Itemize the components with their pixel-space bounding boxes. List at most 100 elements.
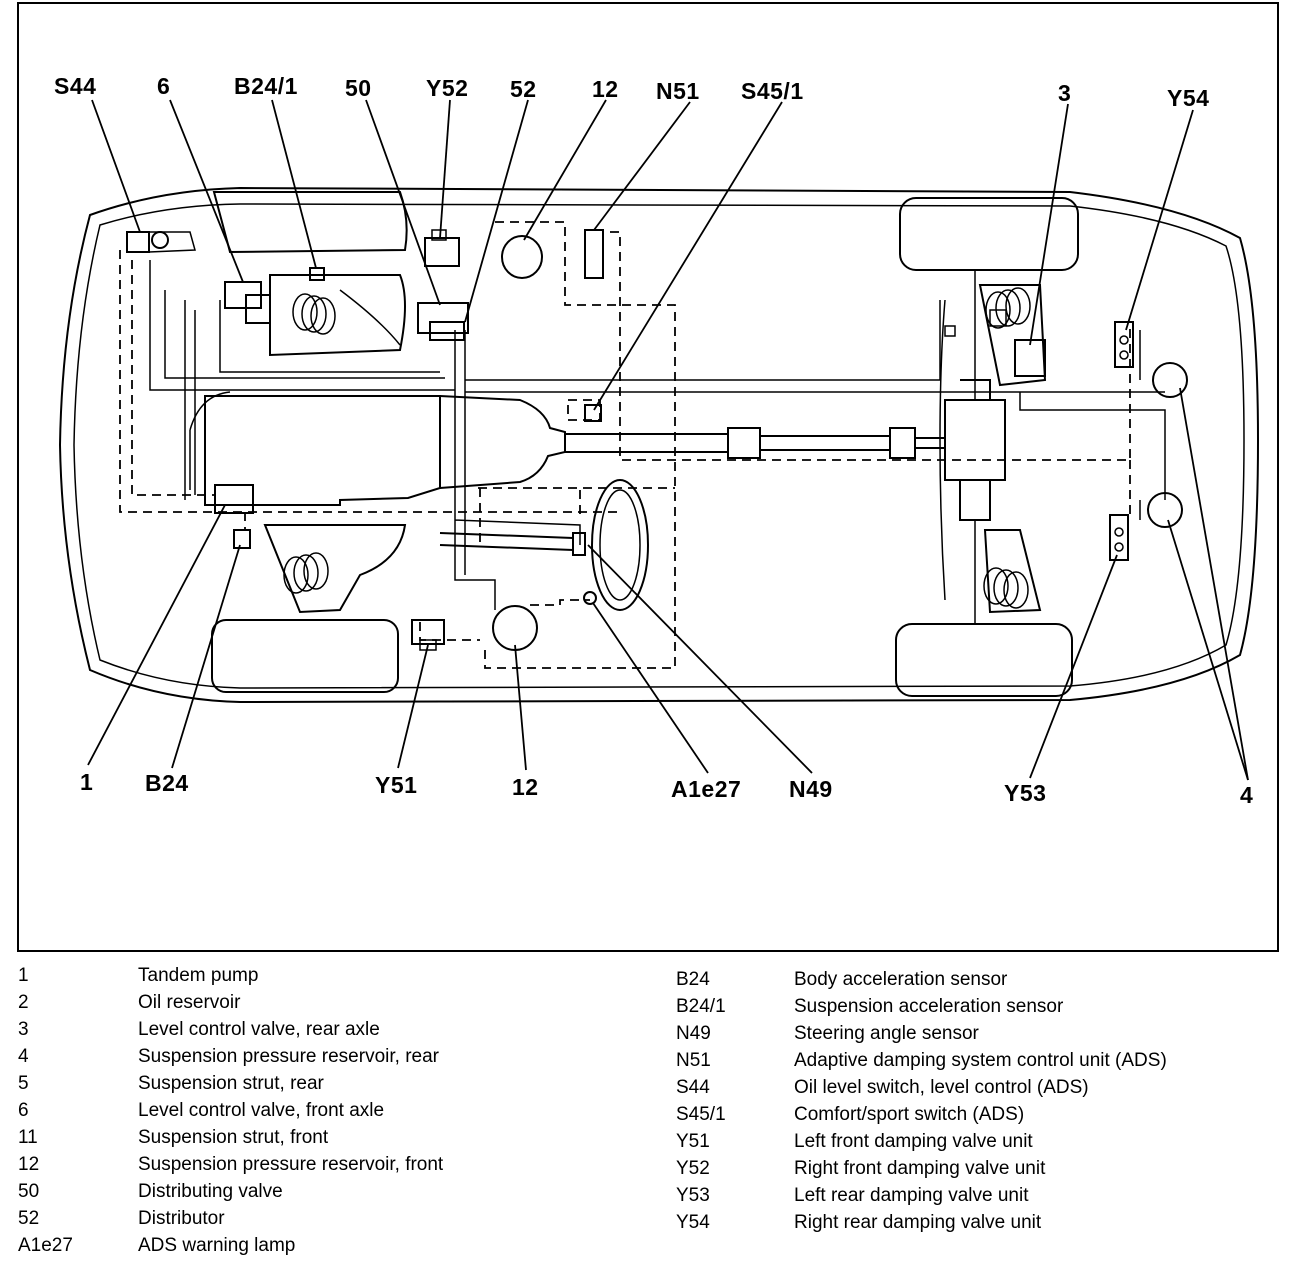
callout-y52: Y52 (426, 75, 469, 101)
legend-desc: Right rear damping valve unit (794, 1212, 1042, 1233)
callout-b24: B24 (145, 770, 189, 796)
legend-left-row: 50 Distributing valve (18, 1178, 618, 1205)
hydraulic-lines (149, 260, 1166, 610)
legend-left-row: A1e27 ADS warning lamp (18, 1232, 618, 1259)
transmission (439, 395, 566, 489)
steering-wheel (439, 479, 649, 611)
legend-desc: Left front damping valve unit (794, 1131, 1033, 1152)
legend-code: S44 (676, 1077, 710, 1098)
leader-lines (87, 99, 1249, 781)
callout-a1e27: A1e27 (671, 776, 742, 802)
legend-desc: Left rear damping valve unit (794, 1185, 1029, 1206)
legend-left-row: 3 Level control valve, rear axle (18, 1016, 618, 1043)
rear-axle-shafts (939, 270, 976, 624)
engine-block (204, 395, 441, 506)
legend-right-row: N51 Adaptive damping system control unit… (676, 1047, 1296, 1074)
legend-right-row: S45/1 Comfort/sport switch (ADS) (676, 1101, 1296, 1128)
legend-left-row: 52 Distributor (18, 1205, 618, 1232)
legend-code: Y51 (676, 1131, 710, 1152)
callout-12-top: 12 (592, 76, 619, 102)
rear-wheel-top (899, 197, 1079, 271)
car-body-inner (73, 203, 1245, 689)
callout-s45-1: S45/1 (741, 78, 804, 104)
spring-rear-bottom (983, 529, 1042, 614)
legend-desc: Steering angle sensor (794, 1023, 979, 1044)
legend-left-row: 5 Suspension strut, rear (18, 1070, 618, 1097)
legend-right-row: Y53 Left rear damping valve unit (676, 1182, 1296, 1209)
legend-right-row: Y51 Left front damping valve unit (676, 1128, 1296, 1155)
b24-sensor (233, 529, 251, 549)
parts-legend: 1 Tandem pump 2 Oil reservoir 3 Level co… (0, 958, 1312, 1266)
spring-front-top (269, 274, 406, 357)
legend-code: Y54 (676, 1212, 710, 1233)
legend-code: N49 (676, 1023, 711, 1044)
callout-n49: N49 (789, 776, 833, 802)
front-wheel-bottom (211, 619, 399, 693)
legend-right-row: S44 Oil level switch, level control (ADS… (676, 1074, 1296, 1101)
car-body-outline (58, 186, 1260, 704)
engine-front (189, 391, 231, 490)
pressure-reservoir-front-top (501, 235, 543, 279)
callout-y51: Y51 (375, 772, 418, 798)
callout-3: 3 (1058, 80, 1072, 106)
rear-wheel-bottom (895, 623, 1073, 697)
s45-1-switch (584, 404, 602, 422)
legend-desc: Suspension pressure reservoir, rear (138, 1046, 439, 1067)
legend-desc: ADS warning lamp (138, 1235, 296, 1256)
legend-left-row: 4 Suspension pressure reservoir, rear (18, 1043, 618, 1070)
legend-left-row: 11 Suspension strut, front (18, 1124, 618, 1151)
callout-52: 52 (510, 76, 537, 102)
legend-code: 2 (18, 992, 29, 1013)
legend-desc: Suspension strut, front (138, 1127, 329, 1148)
legend-right-row: B24 Body acceleration sensor (676, 966, 1296, 993)
pressure-reservoir-rear-top (1152, 362, 1188, 398)
drive-shaft (565, 427, 945, 459)
legend-desc: Suspension acceleration sensor (794, 996, 1064, 1017)
legend-code: Y53 (676, 1185, 710, 1206)
legend-code: 1 (18, 965, 29, 986)
y51-damping-valve (411, 619, 445, 651)
legend-desc: Oil reservoir (138, 992, 241, 1013)
callout-y53: Y53 (1004, 780, 1047, 806)
callout-n51: N51 (656, 78, 700, 104)
legend-left-row: 1 Tandem pump (18, 962, 618, 989)
legend-desc: Oil level switch, level control (ADS) (794, 1077, 1089, 1098)
legend-desc: Suspension strut, rear (138, 1073, 324, 1094)
legend-desc: Level control valve, rear axle (138, 1019, 380, 1040)
tandem-pump (214, 484, 254, 514)
legend-desc: Adaptive damping system control unit (AD… (794, 1050, 1167, 1071)
b24-1-sensor (309, 267, 325, 281)
spring-rear-top (978, 284, 1047, 387)
level-control-valve-front (224, 281, 271, 324)
callout-4: 4 (1240, 782, 1254, 808)
legend-right-row: Y52 Right front damping valve unit (676, 1155, 1296, 1182)
callout-12-bottom: 12 (512, 774, 539, 800)
legend-right-row: Y54 Right rear damping valve unit (676, 1209, 1296, 1236)
legend-desc: Tandem pump (138, 965, 259, 986)
legend-code: 4 (18, 1046, 29, 1067)
distributing-valve (417, 302, 469, 341)
legend-desc: Distributor (138, 1208, 225, 1229)
s44-oil-level-switch (126, 231, 196, 253)
legend-right-row: N49 Steering angle sensor (676, 1020, 1296, 1047)
legend-desc: Suspension pressure reservoir, front (138, 1154, 444, 1175)
legend-code: A1e27 (18, 1235, 73, 1256)
callout-s44: S44 (54, 73, 97, 99)
legend-code: 6 (18, 1100, 29, 1121)
legend-left-row: 2 Oil reservoir (18, 989, 618, 1016)
legend-code: B24/1 (676, 996, 726, 1017)
legend-desc: Level control valve, front axle (138, 1100, 385, 1121)
legend-code: 52 (18, 1208, 40, 1229)
diagram-frame (17, 2, 1279, 952)
pressure-reservoir-front-bottom (492, 605, 538, 651)
legend-desc: Body acceleration sensor (794, 969, 1008, 990)
legend-left-row: 6 Level control valve, front axle (18, 1097, 618, 1124)
legend-code: 3 (18, 1019, 29, 1040)
rear-differential (944, 379, 1006, 521)
legend-desc: Distributing valve (138, 1181, 283, 1202)
legend-desc: Comfort/sport switch (ADS) (794, 1104, 1025, 1125)
y53-damping-valve (1109, 514, 1129, 561)
legend-code: N51 (676, 1050, 711, 1071)
legend-code: S45/1 (676, 1104, 726, 1125)
legend-left-row: 12 Suspension pressure reservoir, front (18, 1151, 618, 1178)
